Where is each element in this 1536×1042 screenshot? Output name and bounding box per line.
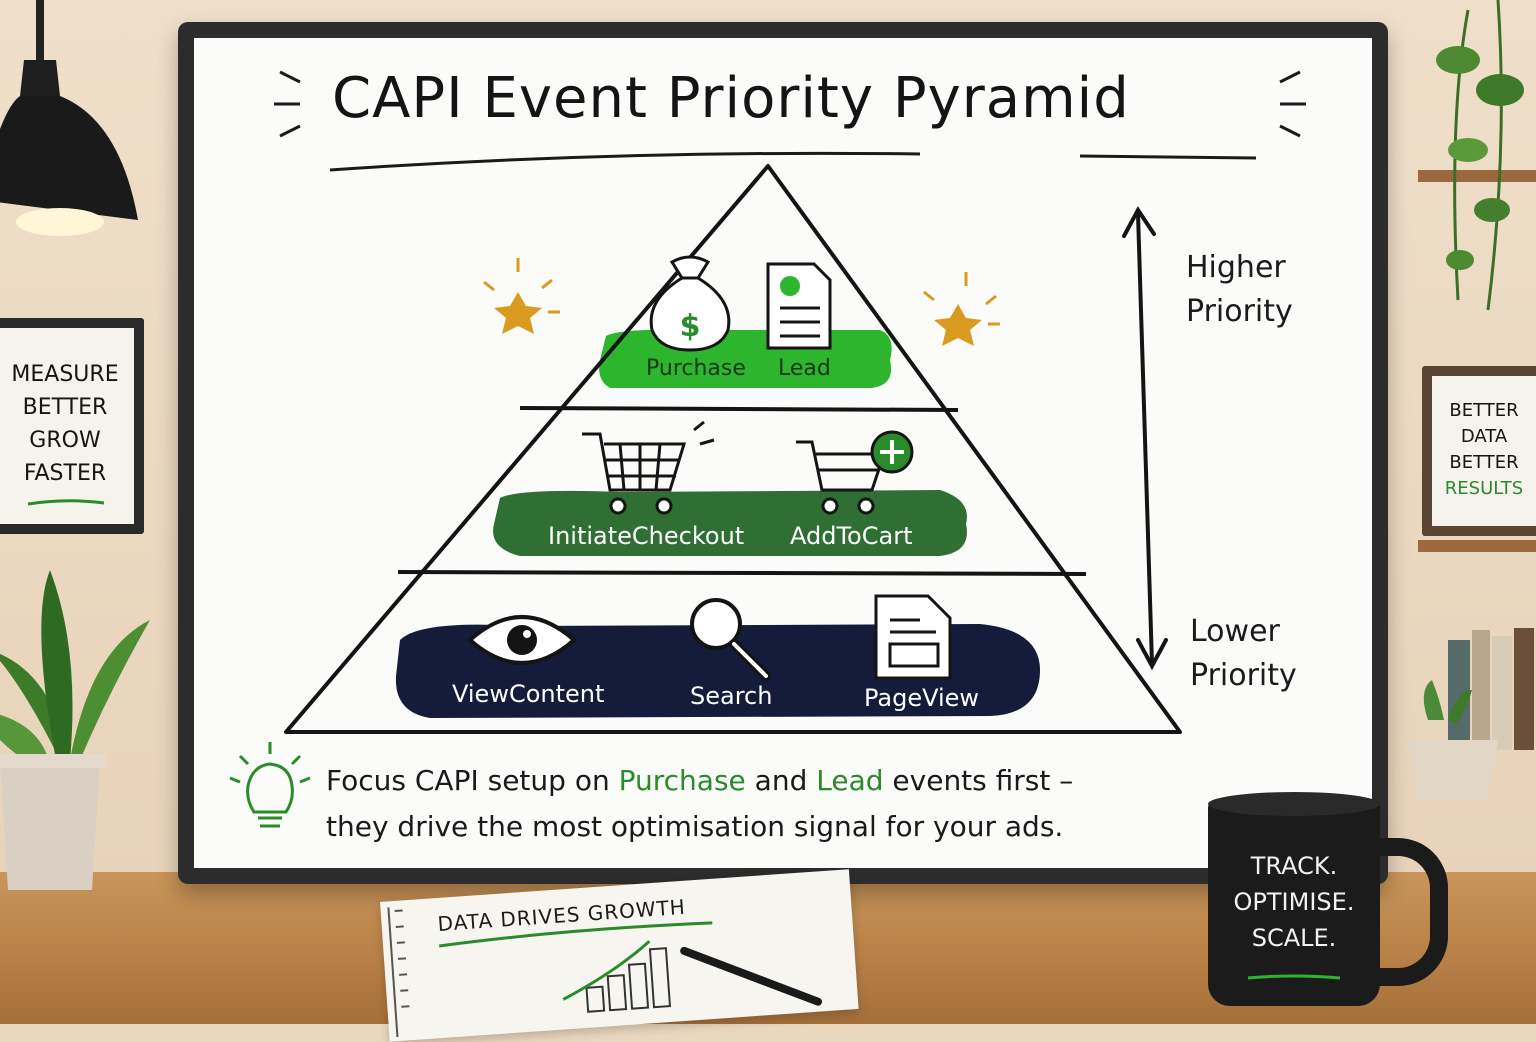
notebook: DATA DRIVES GROWTH: [380, 869, 859, 1042]
tip-lead-highlight: Lead: [816, 764, 884, 797]
shopping-cart-icon: [582, 420, 715, 515]
pyramid-outline: [284, 164, 1182, 734]
mug-underline: [1247, 974, 1341, 980]
left-poster-frame: MEASURE BETTER GROW FASTER: [0, 318, 144, 534]
document-icon: [874, 594, 952, 680]
tip-line-1-and: and: [745, 764, 817, 797]
mug: [1208, 800, 1380, 1006]
higher-priority-label: Higher Priority: [1186, 246, 1293, 334]
star-icon-right: [923, 272, 1000, 346]
event-label-viewcontent: ViewContent: [452, 680, 605, 708]
star-icon-left: [483, 258, 560, 334]
potted-plant-left: [0, 570, 150, 890]
mug-text: TRACK. OPTIMISE. SCALE.: [1208, 848, 1380, 992]
event-label-addtocart: AddToCart: [790, 522, 913, 550]
left-poster-line-1: MEASURE: [11, 362, 119, 387]
event-label-initiatecheckout: InitiateCheckout: [548, 522, 745, 550]
pendant-lamp: [0, 0, 138, 236]
right-poster-line-2: DATA: [1460, 426, 1508, 447]
pyramid-divider-upper: [519, 406, 959, 412]
tip-purchase-highlight: Purchase: [618, 764, 746, 797]
lightbulb-icon: [229, 742, 311, 828]
event-label-lead: Lead: [778, 356, 831, 381]
mug-line-2: OPTIMISE.: [1233, 888, 1355, 916]
cart-add-icon: [796, 430, 914, 515]
tip-text: Focus CAPI setup on Purchase and Lead ev…: [326, 758, 1073, 850]
higher-priority-line-1: Higher: [1186, 250, 1286, 285]
title-accent-right: [1279, 70, 1306, 138]
title-underline-left: [329, 151, 921, 172]
tip-line-1-start: Focus CAPI setup on: [326, 764, 619, 797]
mug-rim: [1208, 792, 1380, 816]
left-poster-line-2: BETTER: [22, 395, 108, 420]
eye-icon: [466, 615, 578, 665]
left-poster-line-4: FASTER: [23, 461, 107, 486]
lower-priority-line-1: Lower: [1190, 614, 1280, 649]
pyramid-divider-lower: [397, 570, 1087, 576]
money-bag-icon: $: [649, 255, 731, 352]
magnifier-icon: [690, 598, 771, 681]
left-poster-underline: [27, 499, 105, 506]
svg-text:$: $: [680, 309, 701, 344]
left-poster-line-3: GROW: [29, 428, 101, 453]
event-label-purchase: Purchase: [646, 356, 746, 381]
right-poster-line-3: BETTER: [1449, 452, 1519, 473]
tip-line-1: Focus CAPI setup on Purchase and Lead ev…: [326, 758, 1073, 804]
tip-line-1-end: events first –: [883, 764, 1074, 797]
right-shelving: [1408, 0, 1536, 800]
page-title: CAPI Event Priority Pyramid: [332, 66, 1130, 131]
lead-form-icon: [766, 262, 832, 350]
right-poster-line-4: RESULTS: [1444, 478, 1524, 499]
higher-priority-line-2: Priority: [1186, 294, 1293, 329]
title-underline-right: [1079, 154, 1257, 160]
mug-line-1: TRACK.: [1250, 852, 1338, 880]
mug-line-3: SCALE.: [1251, 924, 1337, 952]
lower-priority-label: Lower Priority: [1190, 610, 1297, 698]
right-poster-frame: BETTER DATA BETTER RESULTS: [1422, 366, 1536, 536]
notebook-sketch: [387, 907, 823, 1038]
event-label-pageview: PageView: [864, 684, 980, 712]
lower-priority-line-2: Priority: [1190, 658, 1297, 693]
event-label-search: Search: [690, 682, 773, 710]
whiteboard: [194, 38, 1372, 868]
priority-arrow: [1122, 206, 1168, 671]
right-poster-line-1: BETTER: [1449, 400, 1519, 421]
title-accent-left: [274, 70, 301, 138]
tip-line-2: they drive the most optimisation signal …: [326, 810, 1064, 843]
